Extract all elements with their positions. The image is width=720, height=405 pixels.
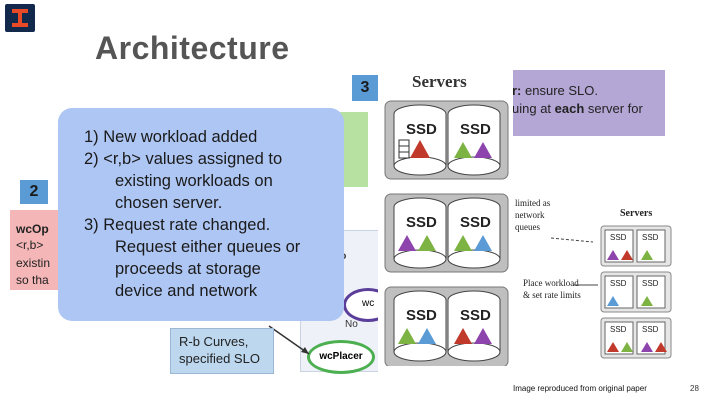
right-fig-text-5: & set rate limits bbox=[523, 290, 581, 300]
server-1-icon: SSD SSD bbox=[384, 100, 509, 180]
callout-line-3: existing workloads on bbox=[115, 172, 273, 190]
right-fig-text-2: network bbox=[515, 210, 545, 220]
callout-line-7: proceeds at storage bbox=[115, 260, 261, 278]
servers-title: Servers bbox=[412, 72, 467, 91]
slide-title: Architecture bbox=[95, 30, 290, 66]
slo-description-text: r: ensure SLO. uing at each server for bbox=[512, 83, 643, 116]
svg-text:SSD: SSD bbox=[406, 214, 437, 231]
right-fig-text-1: limited as bbox=[515, 198, 551, 208]
callout-line-2: 2) <r,b> values assigned to bbox=[84, 150, 283, 168]
svg-text:SSD: SSD bbox=[406, 121, 437, 138]
right-fig-text-3: queues bbox=[515, 222, 540, 232]
page-number: 28 bbox=[690, 384, 699, 393]
image-credit: Image reproduced from original paper bbox=[513, 384, 647, 393]
svg-text:SSD: SSD bbox=[460, 307, 491, 324]
paper-fig-no-label: No bbox=[345, 319, 358, 330]
svg-text:SSD: SSD bbox=[610, 325, 627, 334]
workflow-callout: 1) New workload added 2) <r,b> values as… bbox=[58, 108, 344, 321]
wcplacer-oval: wcPlacer bbox=[307, 340, 375, 374]
callout-line-1: 1) New workload added bbox=[84, 128, 258, 146]
wc-oval-label: wc bbox=[362, 298, 375, 309]
pink-line-1: wcOp bbox=[16, 222, 49, 236]
svg-text:SSD: SSD bbox=[642, 325, 659, 334]
pink-line-3: existin bbox=[16, 256, 51, 270]
svg-text:SSD: SSD bbox=[610, 279, 627, 288]
logo-i-icon bbox=[12, 9, 28, 27]
rb-curves-box: R-b Curves, specified SLO bbox=[170, 328, 274, 374]
step-badge-3: 3 bbox=[352, 75, 378, 101]
server-3-icon: SSD SSD bbox=[384, 286, 509, 366]
svg-text:SSD: SSD bbox=[406, 307, 437, 324]
right-fig-text-4: Place workload bbox=[523, 278, 579, 288]
pink-line-2: <r,b> bbox=[16, 238, 44, 252]
svg-text:SSD: SSD bbox=[460, 121, 491, 138]
arrow-to-wcplacer-icon bbox=[268, 325, 310, 355]
callout-line-8: device and network bbox=[115, 282, 258, 300]
svg-text:SSD: SSD bbox=[642, 233, 659, 242]
callout-line-6: Request either queues or bbox=[115, 238, 301, 256]
rate-limit-figure: limited as network queues Servers Place … bbox=[513, 190, 703, 370]
right-fig-servers-icon: SSD SSD SSD SSD SSD SSD bbox=[550, 225, 672, 359]
university-logo bbox=[5, 4, 35, 32]
svg-text:SSD: SSD bbox=[460, 214, 491, 231]
right-fig-servers-label: Servers bbox=[620, 208, 653, 219]
pink-line-4: so tha bbox=[16, 273, 49, 287]
callout-line-5: 3) Request rate changed. bbox=[84, 216, 271, 234]
step-badge-2: 2 bbox=[20, 180, 48, 204]
svg-text:SSD: SSD bbox=[610, 233, 627, 242]
server-2-icon: SSD SSD bbox=[384, 193, 509, 273]
rb-curves-line-2: specified SLO bbox=[179, 351, 260, 366]
rb-curves-line-1: R-b Curves, bbox=[179, 334, 249, 349]
svg-text:SSD: SSD bbox=[642, 279, 659, 288]
callout-line-4: chosen server. bbox=[115, 194, 223, 212]
